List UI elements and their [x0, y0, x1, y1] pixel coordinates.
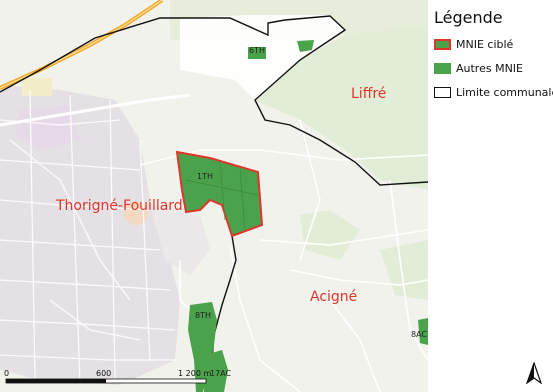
mnie-label-8AC: 8AC [411, 330, 427, 339]
legend-swatch-limit [434, 87, 451, 98]
urban-area [0, 85, 180, 385]
mnie-6TH [248, 47, 266, 59]
wood-patch [300, 210, 360, 260]
scale-tick-0: 0 [4, 369, 9, 378]
commune-label-liffre: Liffré [351, 86, 386, 102]
legend-swatch-other [434, 63, 451, 74]
scale-tick-1200: 1 200 m [178, 369, 211, 378]
mnie-8AC [418, 318, 428, 345]
commune-label-thorigne: Thorigné-Fouillard [55, 198, 183, 214]
mnie-small-north [297, 40, 314, 52]
legend-item-autres-mnie: Autres MNIE [434, 62, 523, 75]
scale-bar: 0 600 1 200 m [4, 369, 211, 384]
legend-item-mnie-cible: MNIE ciblé [434, 38, 513, 51]
legend-label: Limite communale [456, 86, 553, 99]
sand-patch [124, 201, 148, 225]
legend-title: Légende [434, 8, 503, 27]
legend-swatch-target [434, 39, 451, 50]
mnie-target-parcels [185, 161, 259, 231]
mnie-label-6TH: 6TH [249, 46, 265, 55]
street-network [0, 89, 178, 386]
commune-label-acigne: Acigné [310, 289, 357, 305]
legend-item-limite-communale: Limite communale [434, 86, 553, 99]
scale-tick-600: 600 [96, 369, 111, 378]
forest-area [255, 25, 428, 190]
mnie-label-8TH: 8TH [195, 311, 211, 320]
north-arrow-icon [525, 361, 543, 388]
map-canvas: 6TH 1TH 8TH 17AC 8AC Thorigné-Fouillard … [0, 0, 428, 392]
urban-area-fringe [150, 205, 210, 275]
map-svg: 6TH 1TH 8TH 17AC 8AC Thorigné-Fouillard … [0, 0, 428, 392]
main-road [0, 93, 191, 127]
legend-label: MNIE ciblé [456, 38, 514, 51]
mnie-17AC [204, 350, 228, 392]
mnie-label-17AC: 17AC [210, 369, 232, 378]
sand-patch-north [22, 78, 52, 96]
legend-panel: Légende MNIE ciblé Autres MNIE Limite co… [428, 0, 553, 392]
commune-boundary-north [0, 15, 428, 186]
legend-label: Autres MNIE [456, 62, 523, 75]
mnie-label-1TH: 1TH [197, 172, 213, 181]
mnie-8TH [188, 302, 217, 392]
